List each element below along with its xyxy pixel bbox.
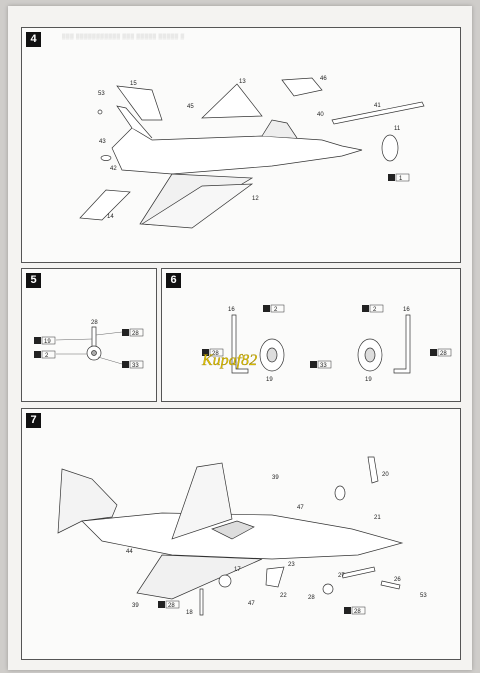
callout-label: 15 — [130, 81, 137, 87]
callout-label: 23 — [288, 562, 295, 568]
part-11 — [381, 134, 399, 162]
part-13 — [201, 83, 263, 119]
paint-code: 1 — [399, 176, 403, 182]
callout-label: 28 — [308, 595, 315, 601]
tail-fin — [57, 468, 118, 534]
main-gear-strut-left — [231, 314, 249, 374]
paint-ref: 33 — [310, 360, 332, 369]
callout-label: 18 — [186, 610, 193, 616]
paint-ref: 28 — [158, 600, 180, 609]
step-6-panel: 6 16 19 19 16 2 28 33 2 28 Kupaf82 — [161, 268, 461, 402]
paint-ref: 33 — [122, 360, 144, 369]
wing-lower — [136, 554, 263, 600]
paint-ref: 2 — [263, 304, 285, 313]
part-12 — [140, 183, 254, 229]
step-4-drawing: 53 15 13 46 45 40 41 43 11 42 14 12 1 — [79, 76, 425, 229]
part-14 — [79, 189, 131, 221]
paint-ref: 28 — [202, 348, 224, 357]
step-7-drawing: 39 20 47 21 44 23 17 27 26 53 22 28 39 4… — [57, 456, 427, 616]
step-4-panel: 4 ▒▒▒ ▒▒▒▒▒▒▒▒▒▒▒ ▒▒▒ ▒▒▒▒▒ ▒▒▒▒▒ ▒ — [21, 27, 461, 263]
svg-text:28: 28 — [440, 351, 447, 357]
part-41 — [331, 101, 425, 125]
main-gear-strut-right — [393, 314, 411, 374]
part-15 — [116, 85, 163, 121]
callout-label: 19 — [365, 377, 372, 383]
part-20 — [367, 456, 379, 484]
faint-text: ▒▒▒ ▒▒▒▒▒▒▒▒▒▒▒ ▒▒▒ ▒▒▒▒▒ ▒▒▒▒▒ ▒ — [62, 34, 185, 40]
callout-label: 47 — [297, 505, 304, 511]
watermark: Kupaf82 — [201, 352, 257, 369]
step-7-panel: 7 39 20 47 21 44 — [21, 408, 461, 660]
svg-text:19: 19 — [44, 339, 51, 345]
svg-text:28: 28 — [212, 351, 219, 357]
callout-label: 45 — [187, 104, 194, 110]
part-26 — [380, 580, 401, 590]
step-5-drawing: 28 28 19 2 33 — [34, 320, 144, 369]
step-number: 7 — [26, 413, 41, 428]
part-18 — [199, 588, 204, 616]
callout-label: 39 — [132, 603, 139, 609]
part-gear-wheel — [334, 485, 346, 501]
paint-ref: 1 — [388, 173, 410, 182]
callout-label: 53 — [420, 593, 427, 599]
svg-text:28: 28 — [354, 609, 361, 615]
callout-label: 11 — [394, 126, 401, 132]
nose-gear-leg — [91, 326, 97, 348]
part-27 — [341, 566, 376, 579]
callout-label: 46 — [320, 76, 327, 82]
paint-ref: 19 — [34, 336, 56, 345]
callout-label: 26 — [394, 577, 401, 583]
paint-ref: 2 — [34, 350, 56, 359]
callout-label: 44 — [126, 549, 133, 555]
callout-label: 42 — [110, 166, 117, 172]
canopy-open — [261, 119, 298, 139]
step-number: 5 — [26, 273, 41, 288]
svg-text:33: 33 — [320, 363, 327, 369]
callout-label: 53 — [98, 91, 105, 97]
step-6-drawing: 16 19 19 16 2 28 33 2 28 Kupaf82 — [201, 304, 452, 383]
part-42 — [100, 155, 112, 161]
fuselage-drawing — [111, 127, 363, 175]
callout-label: 28 — [91, 320, 98, 326]
callout-label: 16 — [403, 307, 410, 313]
part-23 — [211, 520, 255, 540]
instruction-sheet: 4 ▒▒▒ ▒▒▒▒▒▒▒▒▒▒▒ ▒▒▒ ▒▒▒▒▒ ▒▒▒▒▒ ▒ — [8, 6, 472, 670]
callout-label: 39 — [272, 475, 279, 481]
svg-text:33: 33 — [132, 363, 139, 369]
callout-label: 43 — [99, 139, 106, 145]
part-gear-wheel-lower — [218, 574, 232, 588]
callout-label: 12 — [252, 196, 259, 202]
step-number: 6 — [166, 273, 181, 288]
callout-label: 16 — [228, 307, 235, 313]
wing-upper — [171, 462, 233, 540]
step-5-panel: 5 28 28 19 2 33 — [21, 268, 157, 402]
callout-label: 21 — [374, 515, 381, 521]
paint-ref: 2 — [362, 304, 384, 313]
part-28-wheel — [322, 583, 334, 595]
svg-text:28: 28 — [132, 331, 139, 337]
callout-label: 20 — [382, 472, 389, 478]
paint-ref: 28 — [430, 348, 452, 357]
callout-label: 17 — [234, 567, 241, 573]
callout-label: 19 — [266, 377, 273, 383]
part-53 — [97, 109, 103, 115]
step-number: 4 — [26, 32, 41, 47]
callout-label: 41 — [374, 103, 381, 109]
paint-ref: 28 — [344, 606, 366, 615]
callout-label: 14 — [107, 214, 114, 220]
callout-label: 22 — [280, 593, 287, 599]
callout-label: 13 — [239, 79, 246, 85]
svg-text:2: 2 — [373, 307, 377, 313]
part-46 — [281, 77, 323, 97]
callout-label: 47 — [248, 601, 255, 607]
svg-text:2: 2 — [45, 353, 49, 359]
callout-label: 27 — [338, 573, 345, 579]
part-22 — [265, 566, 285, 588]
svg-text:2: 2 — [274, 307, 278, 313]
paint-ref: 28 — [122, 328, 144, 337]
callout-label: 40 — [317, 112, 324, 118]
svg-text:28: 28 — [168, 603, 175, 609]
